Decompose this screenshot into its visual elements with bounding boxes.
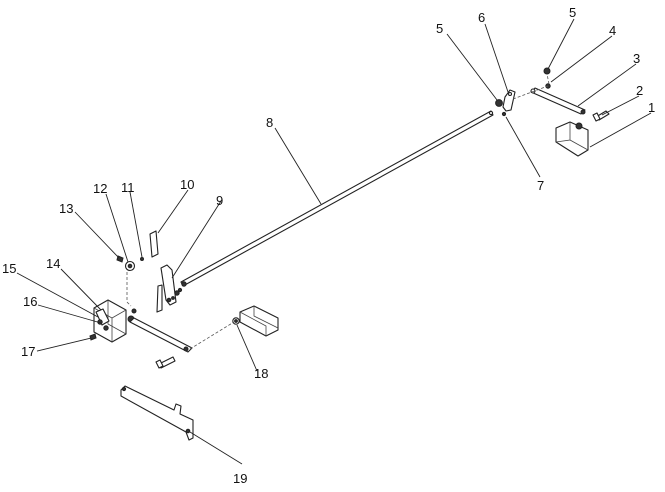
callout-16: 16 <box>23 294 37 309</box>
part-8-long-rod <box>180 110 494 287</box>
part-9-lever <box>156 264 177 313</box>
callout-12: 12 <box>93 181 107 196</box>
part-12-collar <box>124 260 136 272</box>
callout-labels: 1 2 3 4 5 5 6 7 8 9 10 11 12 13 14 15 16… <box>2 5 655 486</box>
leader-lines <box>16 18 652 465</box>
part-17-screw <box>89 333 97 341</box>
callout-19: 19 <box>233 471 247 486</box>
callout-17: 17 <box>21 344 35 359</box>
part-18-bushing <box>232 317 240 325</box>
callout-14: 14 <box>46 256 60 271</box>
part-7-pin <box>501 111 507 117</box>
callout-6: 6 <box>478 10 485 25</box>
callout-3: 3 <box>633 51 640 66</box>
callout-11: 11 <box>121 180 135 195</box>
part-16-nut <box>97 319 109 331</box>
callout-13: 13 <box>59 201 73 216</box>
callout-5a: 5 <box>569 5 576 20</box>
part-19-arm <box>120 385 194 441</box>
mid-bracket <box>239 305 279 337</box>
callout-18: 18 <box>254 366 268 381</box>
callout-2: 2 <box>636 83 643 98</box>
part-11-pin <box>140 257 144 261</box>
part-5-nut-right <box>543 67 551 75</box>
part-1-bracket <box>555 121 589 157</box>
callout-4: 4 <box>609 23 616 38</box>
callout-10: 10 <box>180 177 194 192</box>
lower-bolt <box>155 356 176 369</box>
callout-7: 7 <box>537 178 544 193</box>
part-6-short-link <box>502 89 516 112</box>
callout-15: 15 <box>2 261 16 276</box>
part-3-link-bar <box>530 87 586 115</box>
callout-9: 9 <box>216 193 223 208</box>
callout-5b: 5 <box>436 21 443 36</box>
callout-1: 1 <box>648 100 655 115</box>
part-10-narrow-plate <box>149 230 159 258</box>
lever-nuts <box>171 287 183 300</box>
lower-link-bar <box>129 317 193 353</box>
callout-8: 8 <box>266 115 273 130</box>
part-5-nut-left <box>495 99 503 107</box>
